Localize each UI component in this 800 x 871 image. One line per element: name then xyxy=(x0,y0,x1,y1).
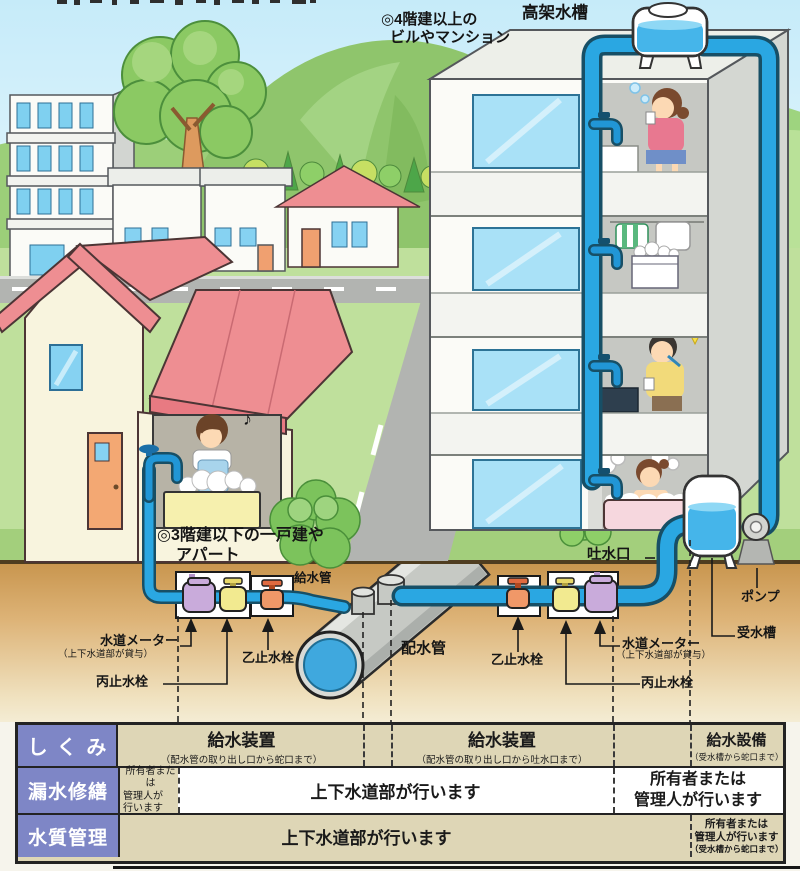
quality-owner-line2: 管理人が行います xyxy=(694,830,779,843)
cell-leak-owner-small: 所有者または 管理人が 行います xyxy=(120,765,178,814)
row-header-rousui: 漏水修繕 xyxy=(18,768,120,813)
cell-leak-dept: 上下水道部が行います xyxy=(310,783,481,802)
tall-building-note-line2: ビルやマンション xyxy=(390,29,511,46)
leak-owner-right-line2: 管理人が行います xyxy=(633,791,762,809)
leak-owner-small-line3: 行います xyxy=(123,803,163,814)
detached-house xyxy=(0,235,354,563)
floor-slabs xyxy=(429,171,709,456)
valve-otsu-right xyxy=(506,577,530,609)
receiving-tank xyxy=(682,474,742,569)
quality-owner-line1: 所有者または xyxy=(705,818,768,831)
cell-leak-owner-right: 所有者または 管理人が行います xyxy=(613,768,783,813)
leak-owner-small-line1: 所有者または xyxy=(125,765,176,790)
kitchen-woman xyxy=(163,414,261,529)
table-row-rousui: 漏水修繕 所有者または 管理人が 行います 上下水道部が行います 所有者または … xyxy=(18,765,783,814)
cell-kyusui-souchi-mid: 給水装置 （配水管の取り出し口から吐水口まで） xyxy=(391,725,613,766)
elevated-tank-figure xyxy=(631,2,709,69)
receiving-tank-label: 受水槽 xyxy=(737,625,777,640)
big-tree xyxy=(113,20,267,173)
kyusui-souchi-mid-note: （配水管の取り出し口から吐水口まで） xyxy=(416,754,588,766)
pump-label: ポンプ xyxy=(741,589,780,604)
row-header-shikumi: しくみ xyxy=(18,725,118,766)
row-header-suishitsu: 水質管理 xyxy=(18,815,120,857)
kyusui-souchi-left-title: 給水装置 xyxy=(207,730,276,750)
scene-1f-bath xyxy=(595,448,689,531)
meter-left-label: 水道メーター xyxy=(99,633,178,648)
tall-building-note-line1: ◎4階建以上の xyxy=(381,11,478,28)
distribution-main-label: 配水管 xyxy=(401,640,447,657)
water-meter-right xyxy=(584,572,618,613)
leak-owner-right-line1: 所有者または xyxy=(649,770,746,788)
supply-pipe-label: 給水管 xyxy=(294,571,332,585)
spout-label: 吐水口 xyxy=(587,547,631,563)
house-note-line2: アパート xyxy=(176,547,240,564)
label-pointers xyxy=(163,557,758,685)
meter-right-label: 水道メーター xyxy=(622,636,701,651)
kyusui-setsubi-note: （受水槽から蛇口まで） xyxy=(690,751,784,762)
valve-hei-left-label: 丙止水栓 xyxy=(96,674,149,689)
elevated-tank-label: 高架水槽 xyxy=(522,4,588,22)
cell-kyusui-setsubi: 給水設備 （受水槽から蛇口まで） xyxy=(690,725,784,766)
scene-3f-laundry xyxy=(610,221,704,289)
pink-roof-house xyxy=(273,165,421,268)
table-row-shikumi: しくみ 給水装置 （配水管の取り出し口から蛇口まで） 給水装置 （配水管の取り出… xyxy=(18,725,784,766)
tall-building xyxy=(426,28,792,533)
valve-otsu-left xyxy=(260,579,284,610)
cell-kyusui-souchi-left: 給水装置 （配水管の取り出し口から蛇口まで） xyxy=(120,725,363,766)
kyusui-souchi-mid-title: 給水装置 xyxy=(468,730,536,750)
leak-owner-small-line2: 管理人が xyxy=(123,790,163,802)
cell-quality-dept: 上下水道部が行います xyxy=(281,828,452,848)
cell-quality-owner: 所有者または 管理人が行います （受水槽から蛇口まで） xyxy=(690,815,784,857)
quality-owner-line3: （受水槽から蛇口まで） xyxy=(690,843,784,854)
pump xyxy=(737,513,775,565)
meter-left-note: （上下水道部が貸与） xyxy=(58,649,154,660)
responsibility-table: しくみ 給水装置 （配水管の取り出し口から蛇口まで） 給水装置 （配水管の取り出… xyxy=(15,722,786,864)
water-meter-left xyxy=(182,574,216,613)
valve-hei-right xyxy=(552,577,580,612)
section-dividers xyxy=(177,540,691,722)
table-row-suishitsu: 水質管理 上下水道部が行います 所有者または 管理人が行います （受水槽から蛇口… xyxy=(18,813,784,857)
meter-right-note: （上下水道部が貸与） xyxy=(616,650,712,661)
bottom-crop-artifact xyxy=(113,866,800,869)
valve-otsu-left-label: 乙止水栓 xyxy=(242,650,295,665)
kyusui-souchi-left-note: （配水管の取り出し口から蛇口まで） xyxy=(160,754,323,766)
kyusui-setsubi-title: 給水設備 xyxy=(706,731,767,749)
house-note-line1: ◎3階建以下の一戸建や xyxy=(157,527,324,544)
music-note-icon: ♪ xyxy=(243,409,252,429)
valve-hei-left xyxy=(219,577,247,612)
valve-hei-right-label: 丙止水栓 xyxy=(641,675,694,690)
valves-meters xyxy=(182,572,618,613)
floor-faucets xyxy=(588,112,623,500)
house-faucet xyxy=(139,444,183,503)
top-crop-artifact xyxy=(57,0,316,5)
valve-otsu-right-label: 乙止水栓 xyxy=(491,652,544,667)
